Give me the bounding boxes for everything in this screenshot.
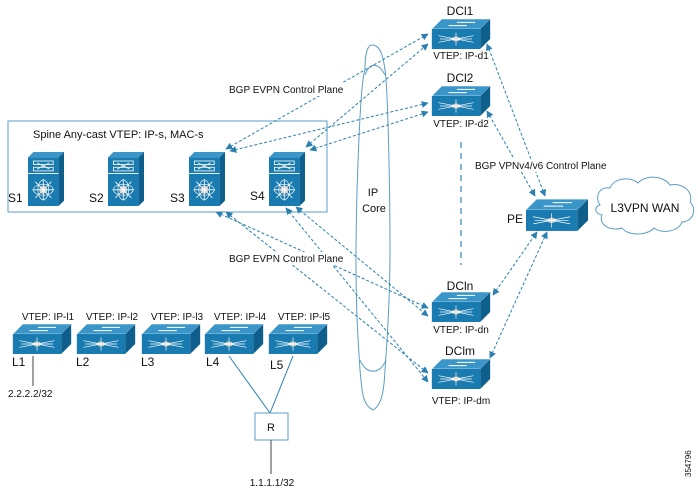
switch-icon	[526, 199, 588, 231]
spine-s2[interactable]: S2	[89, 152, 145, 206]
spine-switch-icon	[27, 152, 65, 206]
switch-icon	[431, 19, 491, 49]
dci-name: DCln	[447, 279, 474, 293]
leaf-label: L3	[141, 355, 155, 369]
dci-vtep: VTEP: IP-d2	[433, 119, 489, 130]
router-r[interactable]: R	[254, 412, 289, 441]
leaf-l3[interactable]: VTEP: IP-l3 L3	[141, 312, 204, 369]
link-dci1-pe	[485, 43, 547, 197]
leaf-label: L5	[270, 358, 284, 372]
router-label: R	[267, 422, 275, 434]
leaf-vtep: VTEP: IP-l5	[278, 312, 331, 323]
ip-core-label-line1: IP	[368, 187, 378, 199]
l4-r-link	[228, 355, 271, 414]
spine-switch-icon	[188, 152, 226, 206]
dci-m[interactable]: DClm VTEP: IP-dm	[431, 344, 491, 407]
wan-label: L3VPN WAN	[611, 201, 680, 215]
spine-label: S3	[170, 191, 185, 205]
switch-icon	[431, 86, 491, 116]
link-s4-dcim	[285, 207, 429, 383]
evpn-control-plane-label-top: BGP EVPN Control Plane	[229, 85, 344, 96]
dci-2[interactable]: DCl2 VTEP: IP-d2	[431, 71, 491, 130]
link-s4-dci2	[309, 110, 429, 152]
leaf-vtep: VTEP: IP-l3	[151, 312, 204, 323]
switch-icon	[268, 324, 328, 354]
pe-router[interactable]: PE	[507, 199, 588, 231]
link-dci2-pe	[486, 110, 536, 197]
leaf-vtep: VTEP: IP-l4	[214, 312, 267, 323]
spine-s3[interactable]: S3	[170, 152, 226, 206]
dci-name: DCl1	[447, 4, 474, 18]
spine-label: S4	[250, 189, 265, 203]
wan-cloud	[595, 176, 695, 235]
leaf-vtep: VTEP: IP-l2	[86, 312, 139, 323]
spine-label: S1	[8, 191, 23, 205]
spine-label: S2	[89, 191, 104, 205]
leaf-label: L4	[206, 355, 220, 369]
switch-icon	[12, 324, 72, 354]
leaf-l4[interactable]: VTEP: IP-l4 L4	[204, 312, 267, 369]
leaf-l5[interactable]: VTEP: IP-l5 L5	[268, 312, 331, 372]
leaf-l1[interactable]: VTEP: IP-l1 L1	[12, 312, 75, 369]
spine-switch-icon	[107, 152, 145, 206]
dci-name: DClm	[445, 344, 475, 358]
label-backdrop	[226, 252, 348, 265]
spine-s1[interactable]: S1	[8, 152, 65, 206]
leaf-vtep: VTEP: IP-l1	[22, 312, 75, 323]
ip-core-cloud-detail	[364, 64, 386, 76]
link-s3-dci2	[229, 101, 429, 153]
leaf-label: L2	[76, 355, 90, 369]
spine-switch-icon	[268, 152, 306, 206]
l1-prefix: 2.2.2.2/32	[8, 389, 53, 400]
switch-icon	[76, 324, 136, 354]
leaf-label: L1	[12, 355, 26, 369]
link-dcin-pe	[492, 231, 538, 296]
switch-icon	[431, 292, 491, 322]
dci-1[interactable]: DCl1 VTEP: IP-d1	[431, 4, 491, 62]
switch-icon	[431, 359, 491, 389]
dci-vtep: VTEP: IP-dn	[433, 325, 489, 336]
dci-name: DCl2	[447, 71, 474, 85]
label-backdrop	[472, 159, 612, 172]
vpnv4-control-plane-label: BGP VPNv4/v6 Control Plane	[475, 161, 607, 172]
dci-vtep: VTEP: IP-d1	[433, 51, 489, 62]
pe-label: PE	[507, 212, 523, 226]
spine-group-title: Spine Any-cast VTEP: IP-s, MAC-s	[33, 129, 204, 141]
spine-group-frame	[7, 120, 328, 213]
dci-n[interactable]: DCln VTEP: IP-dn	[431, 279, 491, 336]
leaf-l2[interactable]: VTEP: IP-l2 L2	[76, 312, 139, 369]
dci-vtep: VTEP: IP-dm	[432, 396, 490, 407]
ip-core-label-line2: Core	[362, 203, 386, 215]
spine-s4[interactable]: S4	[250, 152, 306, 206]
figure-id: 354796	[684, 450, 693, 477]
ip-core-cloud-detail	[359, 359, 387, 372]
switch-icon	[204, 324, 264, 354]
label-backdrop	[226, 83, 348, 96]
ip-core-cloud	[355, 44, 391, 411]
r-prefix: 1.1.1.1/32	[250, 478, 295, 489]
link-dcim-pe	[489, 231, 548, 359]
evpn-control-plane-label-bottom: BGP EVPN Control Plane	[229, 254, 344, 265]
switch-icon	[141, 324, 201, 354]
router-box	[254, 412, 289, 441]
